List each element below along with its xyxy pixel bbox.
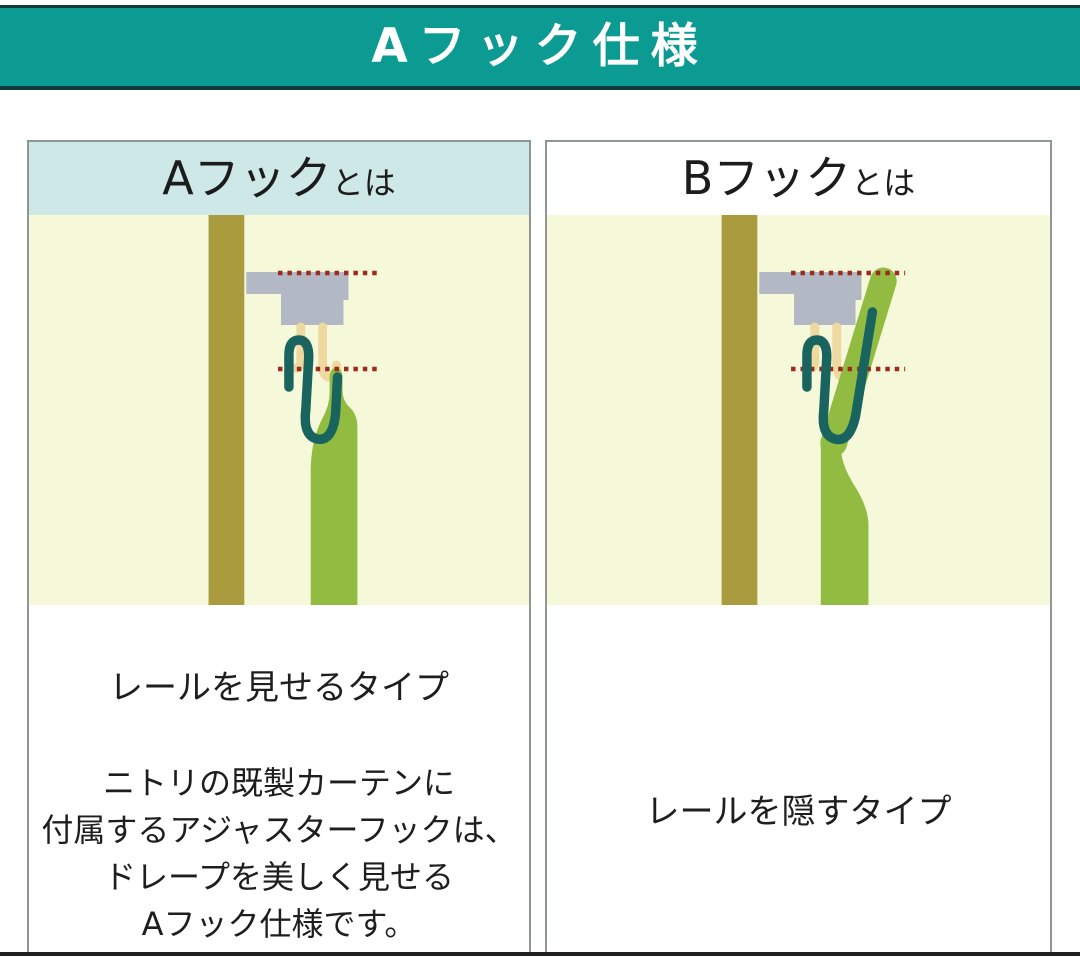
- bottom-divider: [0, 952, 1080, 956]
- curtain-top-lower: [820, 441, 869, 605]
- a-hook-diagram: [29, 215, 529, 605]
- wall-bar: [721, 215, 758, 605]
- panel-b-illustration: [547, 215, 1050, 605]
- runner-loop-left: [290, 322, 306, 373]
- panel-a-heading-suffix: とは: [331, 164, 396, 202]
- curtain-rail: [246, 272, 349, 325]
- curtain-top: [310, 368, 358, 605]
- adjuster-hook: [284, 335, 343, 445]
- panel-a-hook: Aフックとは レールを見せるタイプ ニトリの既製カーテンに 付属するアジャスター…: [27, 140, 531, 955]
- description-line: ドレープを美しく見せる: [103, 858, 455, 896]
- panel-a-heading-main: Aフック: [162, 151, 332, 205]
- curtain-rail: [759, 272, 862, 325]
- adjuster-hook: [802, 307, 878, 445]
- wall-bar: [208, 215, 245, 605]
- panel-a-type-label: レールを見せるタイプ: [109, 668, 449, 708]
- curtain-top-blade: [820, 267, 897, 457]
- panel-a-heading: Aフックとは: [29, 142, 529, 215]
- b-hook-diagram: [547, 215, 1050, 605]
- banner-title: Aフック仕様: [0, 5, 1080, 90]
- panel-a-description: ニトリの既製カーテンに 付属するアジャスターフックは、 ドレープを美しく見せる …: [29, 760, 529, 948]
- panel-a-illustration: [29, 215, 529, 605]
- description-line: Aフック仕様です。: [141, 905, 417, 943]
- panel-b-heading-suffix: とは: [851, 164, 916, 202]
- panel-b-heading: Bフックとは: [547, 142, 1050, 215]
- panel-b-hook: Bフックとは レールを隠すタイプ: [545, 140, 1052, 955]
- panel-b-type-label: レールを隠すタイプ: [645, 792, 952, 832]
- description-line: ニトリの既製カーテンに: [102, 764, 455, 802]
- panel-b-heading-main: Bフック: [681, 151, 852, 205]
- description-line: 付属するアジャスターフックは、: [41, 811, 517, 849]
